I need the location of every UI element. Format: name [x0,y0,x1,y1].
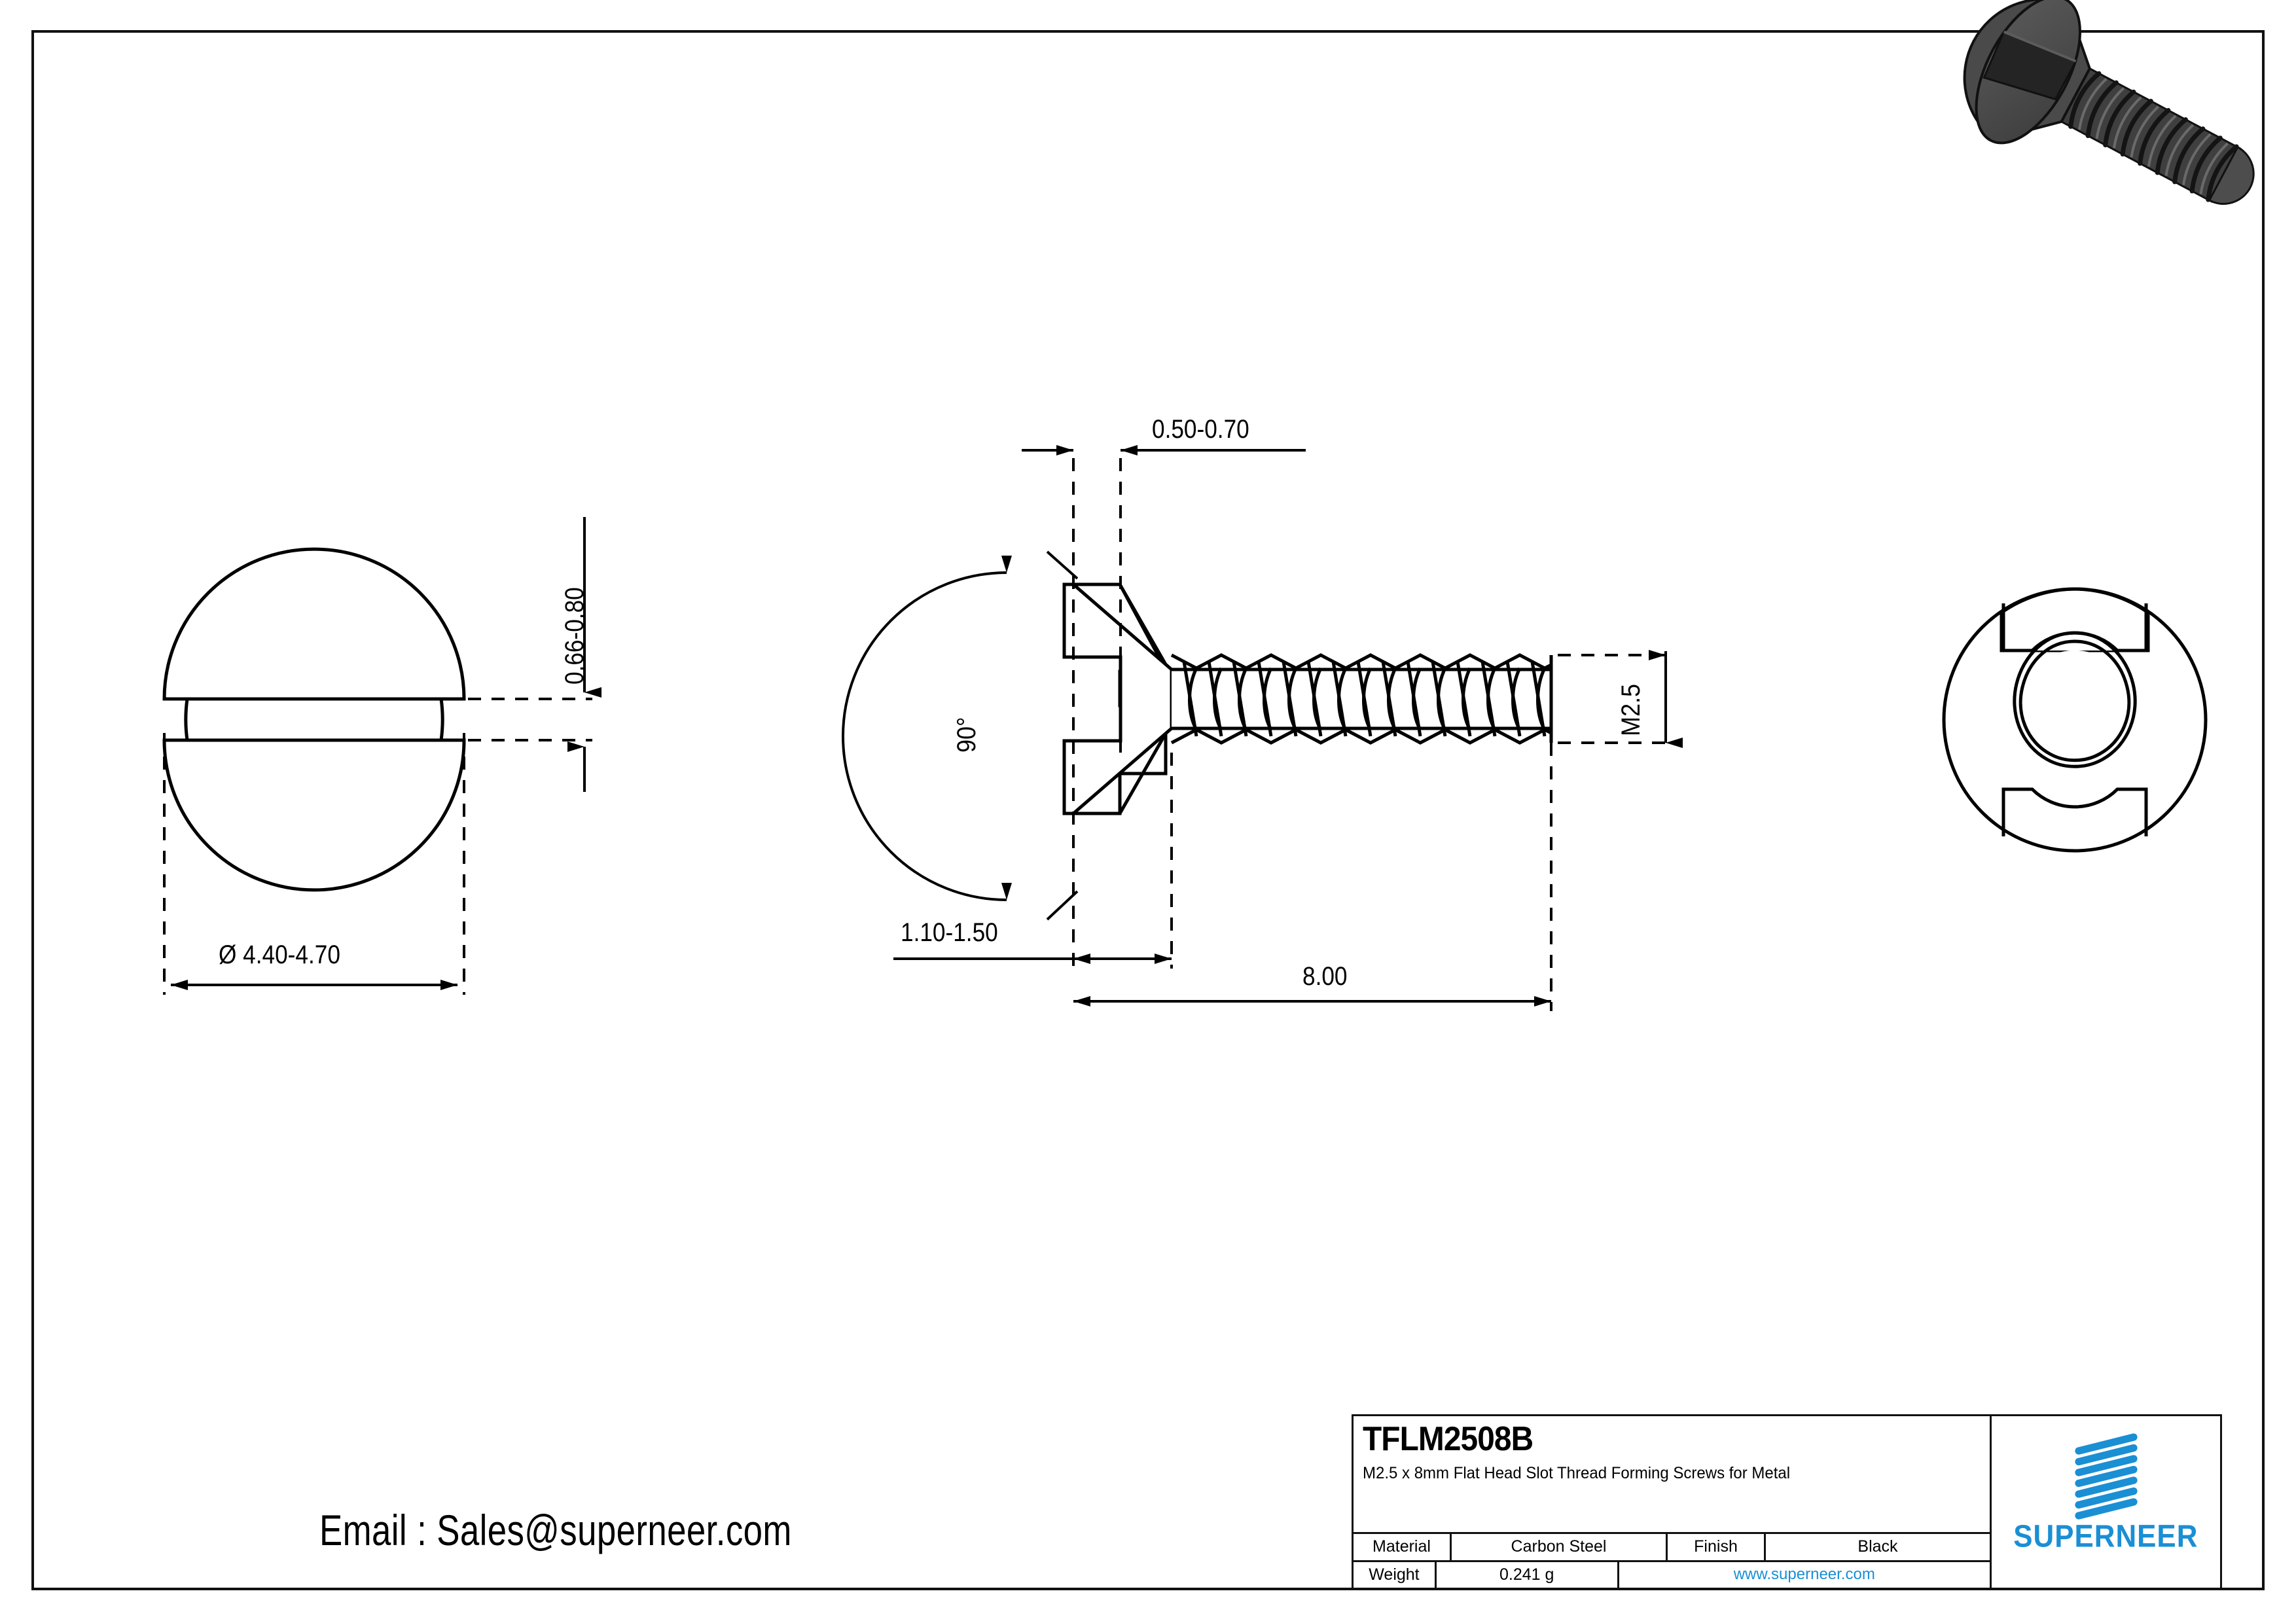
part-description: M2.5 x 8mm Flat Head Slot Thread Forming… [1363,1463,1791,1482]
brand-panel: SUPERNEER [1992,1416,2220,1588]
finish-label: Finish [1668,1534,1766,1560]
weight-value: 0.241 g [1437,1561,1619,1588]
dim-head-angle: 90° [952,717,981,753]
superneer-logo-icon [2074,1433,2138,1520]
dim-length: 8.00 [1302,962,1348,991]
material-value: Carbon Steel [1452,1534,1668,1560]
weight-website-row: Weight 0.241 g www.superneer.com [1354,1561,1990,1588]
finish-value: Black [1857,1537,1898,1556]
website-link[interactable]: www.superneer.com [1733,1565,1875,1584]
dim-slot-width: 0.50-0.70 [1152,415,1249,444]
brand-wordmark: SUPERNEER [2013,1519,2198,1554]
weight-label: Weight [1354,1561,1437,1588]
part-code: TFLM2508B [1363,1420,1534,1458]
material-label: Material [1354,1534,1452,1560]
dim-head-height: 1.10-1.50 [901,918,998,947]
contact-email: Email : Sales@superneer.com [319,1506,792,1554]
dim-thread-size: M2.5 [1617,683,1645,736]
drawing-border [31,30,2265,1590]
title-block-header: TFLM2508B M2.5 x 8mm Flat Head Slot Thre… [1354,1416,1990,1534]
title-block: TFLM2508B M2.5 x 8mm Flat Head Slot Thre… [1352,1414,2222,1590]
dim-head-diameter: Ø 4.40-4.70 [219,940,340,969]
title-block-left: TFLM2508B M2.5 x 8mm Flat Head Slot Thre… [1354,1416,1992,1588]
dim-slot-depth: 0.66-0.80 [560,587,589,685]
material-finish-row: Material Carbon Steel Finish Black [1354,1534,1990,1562]
